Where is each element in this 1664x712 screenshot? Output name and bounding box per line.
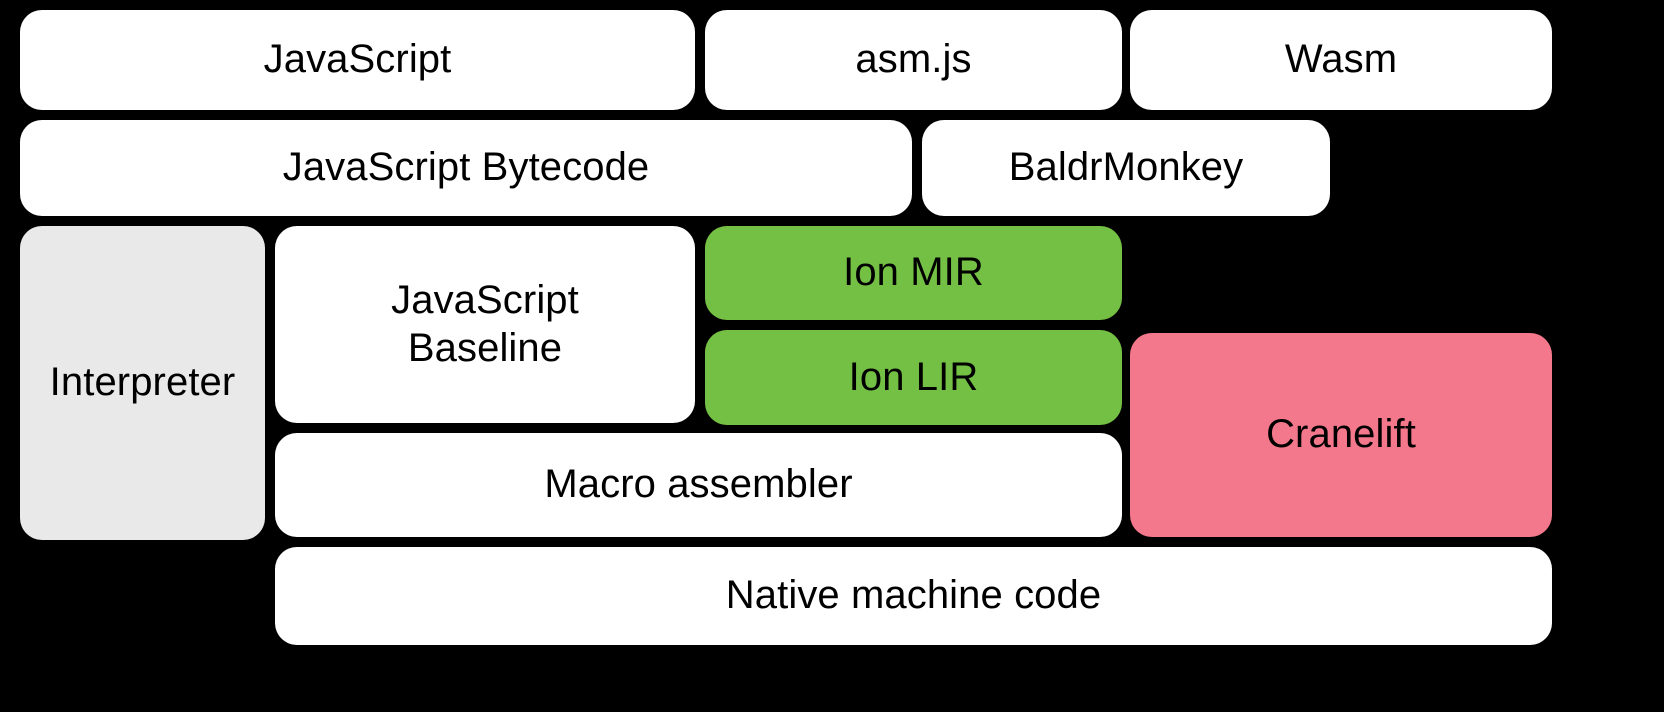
node-macro-assembler: Macro assembler	[275, 433, 1122, 537]
node-interpreter: Interpreter	[20, 226, 265, 540]
node-asmjs: asm.js	[705, 10, 1122, 110]
node-wasm: Wasm	[1130, 10, 1552, 110]
node-ion-mir: Ion MIR	[705, 226, 1122, 320]
node-cranelift: Cranelift	[1130, 333, 1552, 537]
node-native-machine-code: Native machine code	[275, 547, 1552, 645]
node-javascript-bytecode: JavaScript Bytecode	[20, 120, 912, 216]
node-javascript: JavaScript	[20, 10, 695, 110]
node-baldrmonkey: BaldrMonkey	[922, 120, 1330, 216]
node-javascript-baseline: JavaScript Baseline	[275, 226, 695, 423]
node-ion-lir: Ion LIR	[705, 330, 1122, 425]
